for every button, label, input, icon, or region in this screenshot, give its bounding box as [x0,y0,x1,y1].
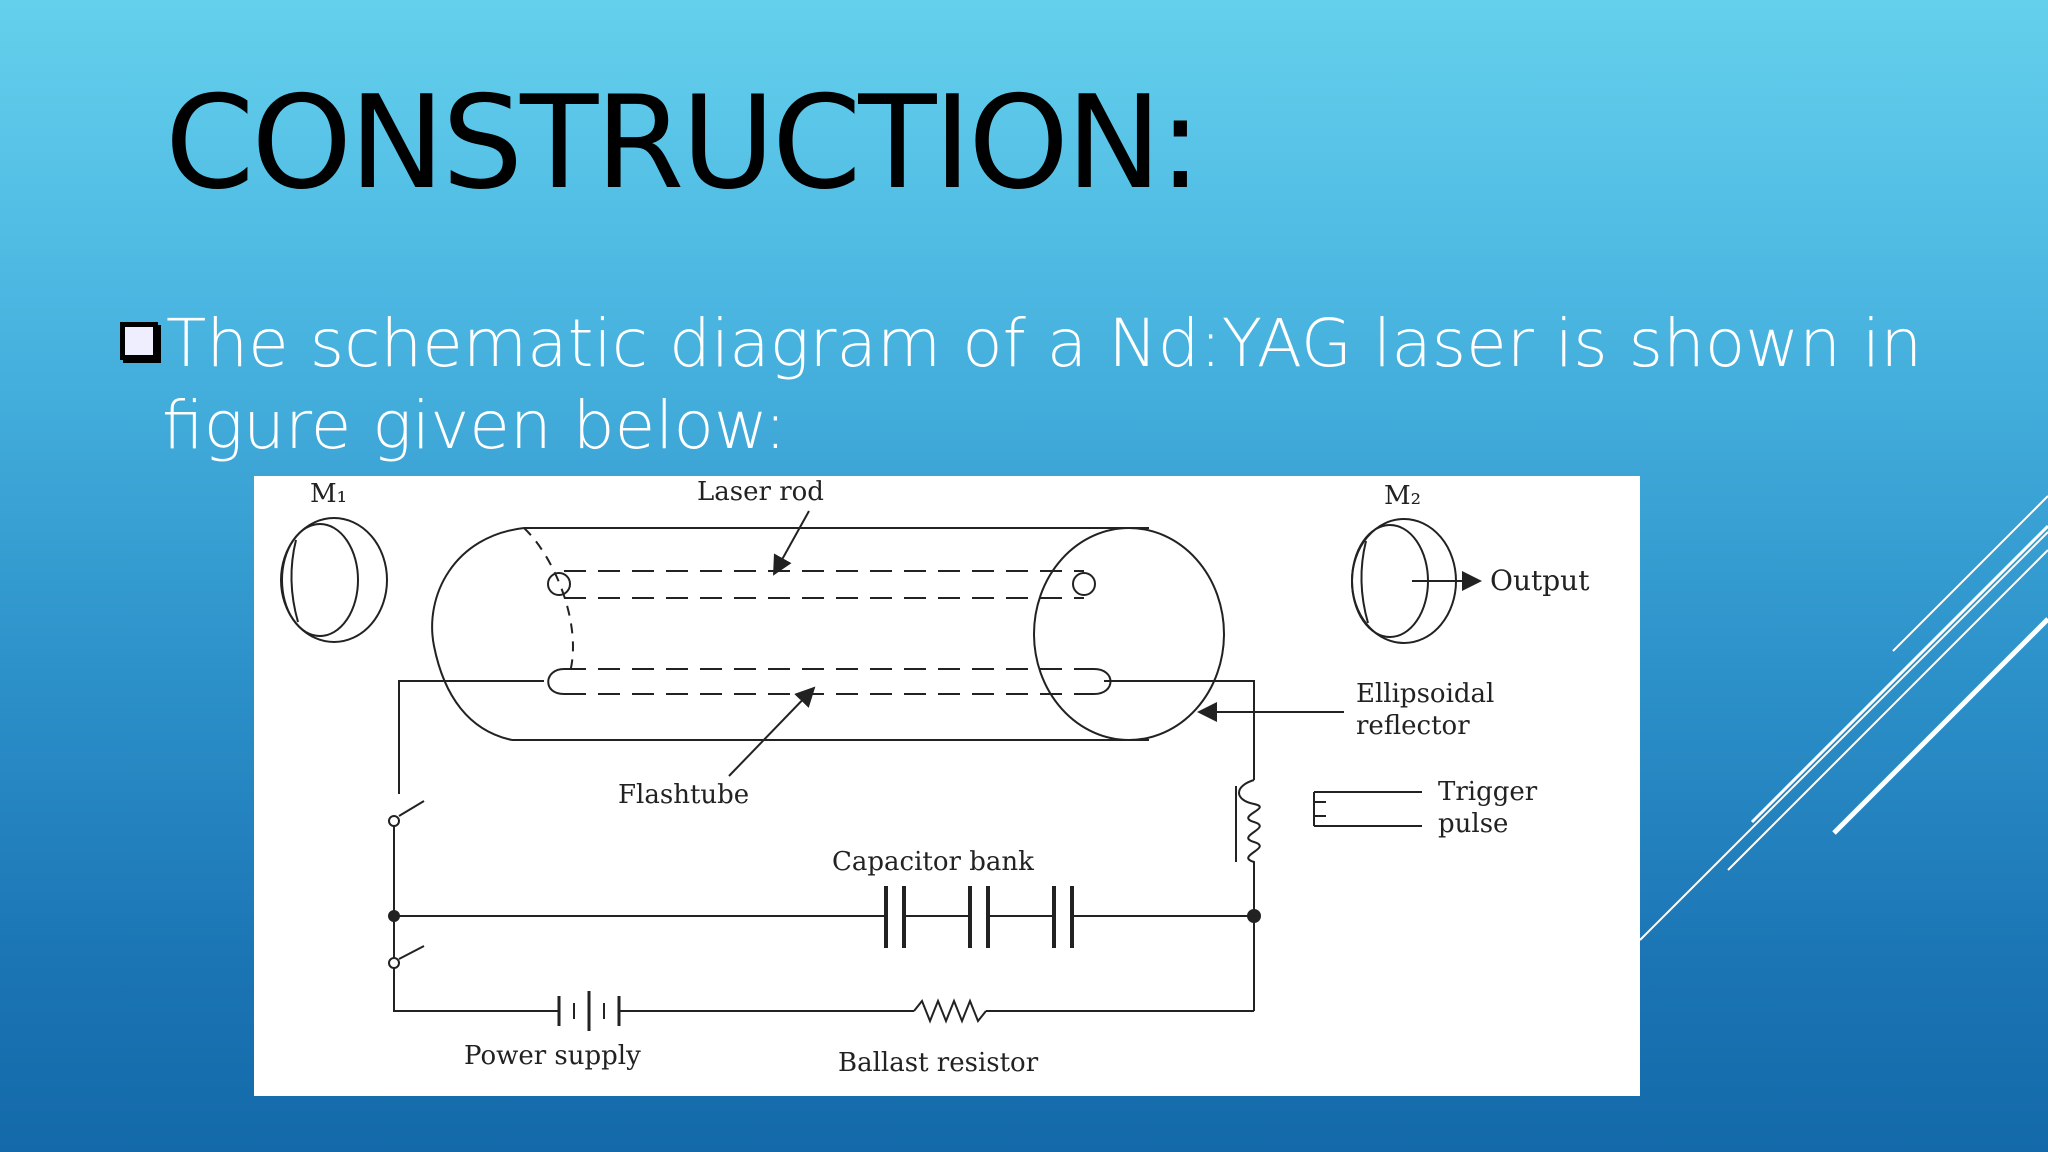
label-reflector: reflector [1356,711,1470,741]
label-trigger: Trigger [1438,777,1538,807]
mirror-m1 [280,517,388,643]
bullet-line-1: The schematic diagram of a Nd:YAG laser … [166,305,1923,382]
label-laser-rod: Laser rod [697,477,824,507]
label-power-supply: Power supply [464,1041,641,1071]
flashtube [564,668,1094,695]
laser-schematic: M₁ M₂ Laser rod Output Ellipsoidal refle… [280,477,1590,1078]
label-pulse: pulse [1438,809,1508,839]
label-output: Output [1490,564,1590,597]
slide-title: CONSTRUCTION: [165,69,1202,218]
ellipsoidal-reflector [431,527,1225,741]
label-ballast-resistor: Ballast resistor [838,1048,1039,1078]
circuit [388,680,1422,1031]
bullet-paragraph: The schematic diagram of a Nd:YAG laser … [120,303,1952,467]
label-m2: M₂ [1384,481,1421,511]
bullet-line-2: figure given below: [162,387,787,464]
label-flashtube: Flashtube [618,780,749,810]
label-capacitor-bank: Capacitor bank [832,847,1034,877]
checkbox-bullet-icon [120,322,158,360]
label-m1: M₁ [310,479,347,509]
laser-rod [564,570,1084,599]
laser-schematic-figure: M₁ M₂ Laser rod Output Ellipsoidal refle… [254,476,1640,1096]
label-ellipsoidal: Ellipsoidal [1356,679,1494,709]
